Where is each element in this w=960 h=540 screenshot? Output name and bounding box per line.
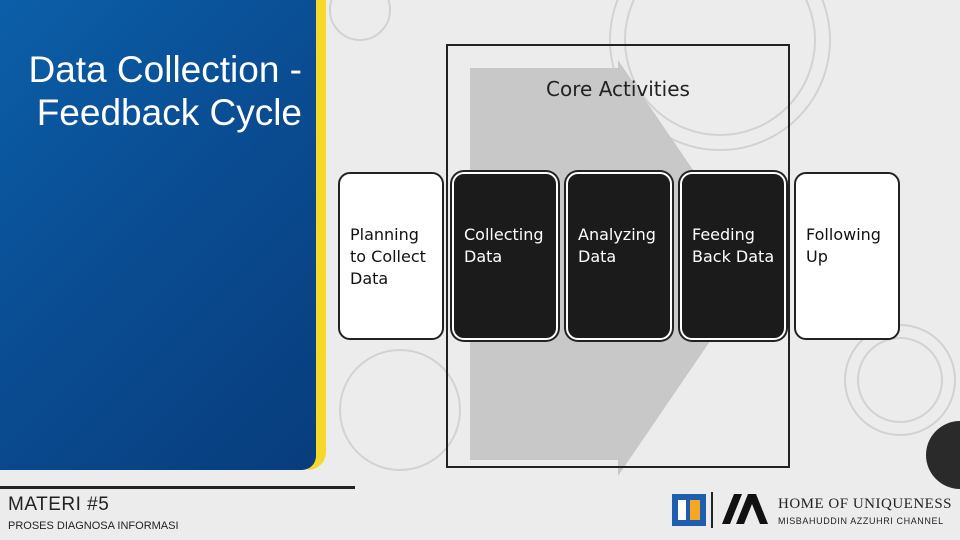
core-activities-box: [446, 44, 790, 468]
materi-label: MATERI #5: [8, 494, 110, 515]
branding: HOME OF UNIQUENESS MISBAHUDDIN AZZUHRI C…: [672, 490, 960, 530]
brand-line-1: HOME OF UNIQUENESS: [778, 496, 953, 512]
core-activities-label: Core Activities: [546, 77, 690, 101]
step-collecting: Collecting Data: [452, 172, 558, 340]
divider-line: [0, 486, 355, 489]
slide-subtitle: PROSES DIAGNOSA INFORMASI: [8, 520, 179, 532]
title-panel: [0, 0, 316, 470]
step-analyzing: Analyzing Data: [566, 172, 672, 340]
step-planning: Planning to Collect Data: [338, 172, 444, 340]
brand-line-2: MISBAHUDDIN AZZUHRI CHANNEL: [778, 516, 944, 526]
slide-title: Data Collection - Feedback Cycle: [28, 49, 302, 133]
step-feeding-back: Feeding Back Data: [680, 172, 786, 340]
channel-logo: [672, 492, 768, 528]
step-following-up: Following Up: [794, 172, 900, 340]
